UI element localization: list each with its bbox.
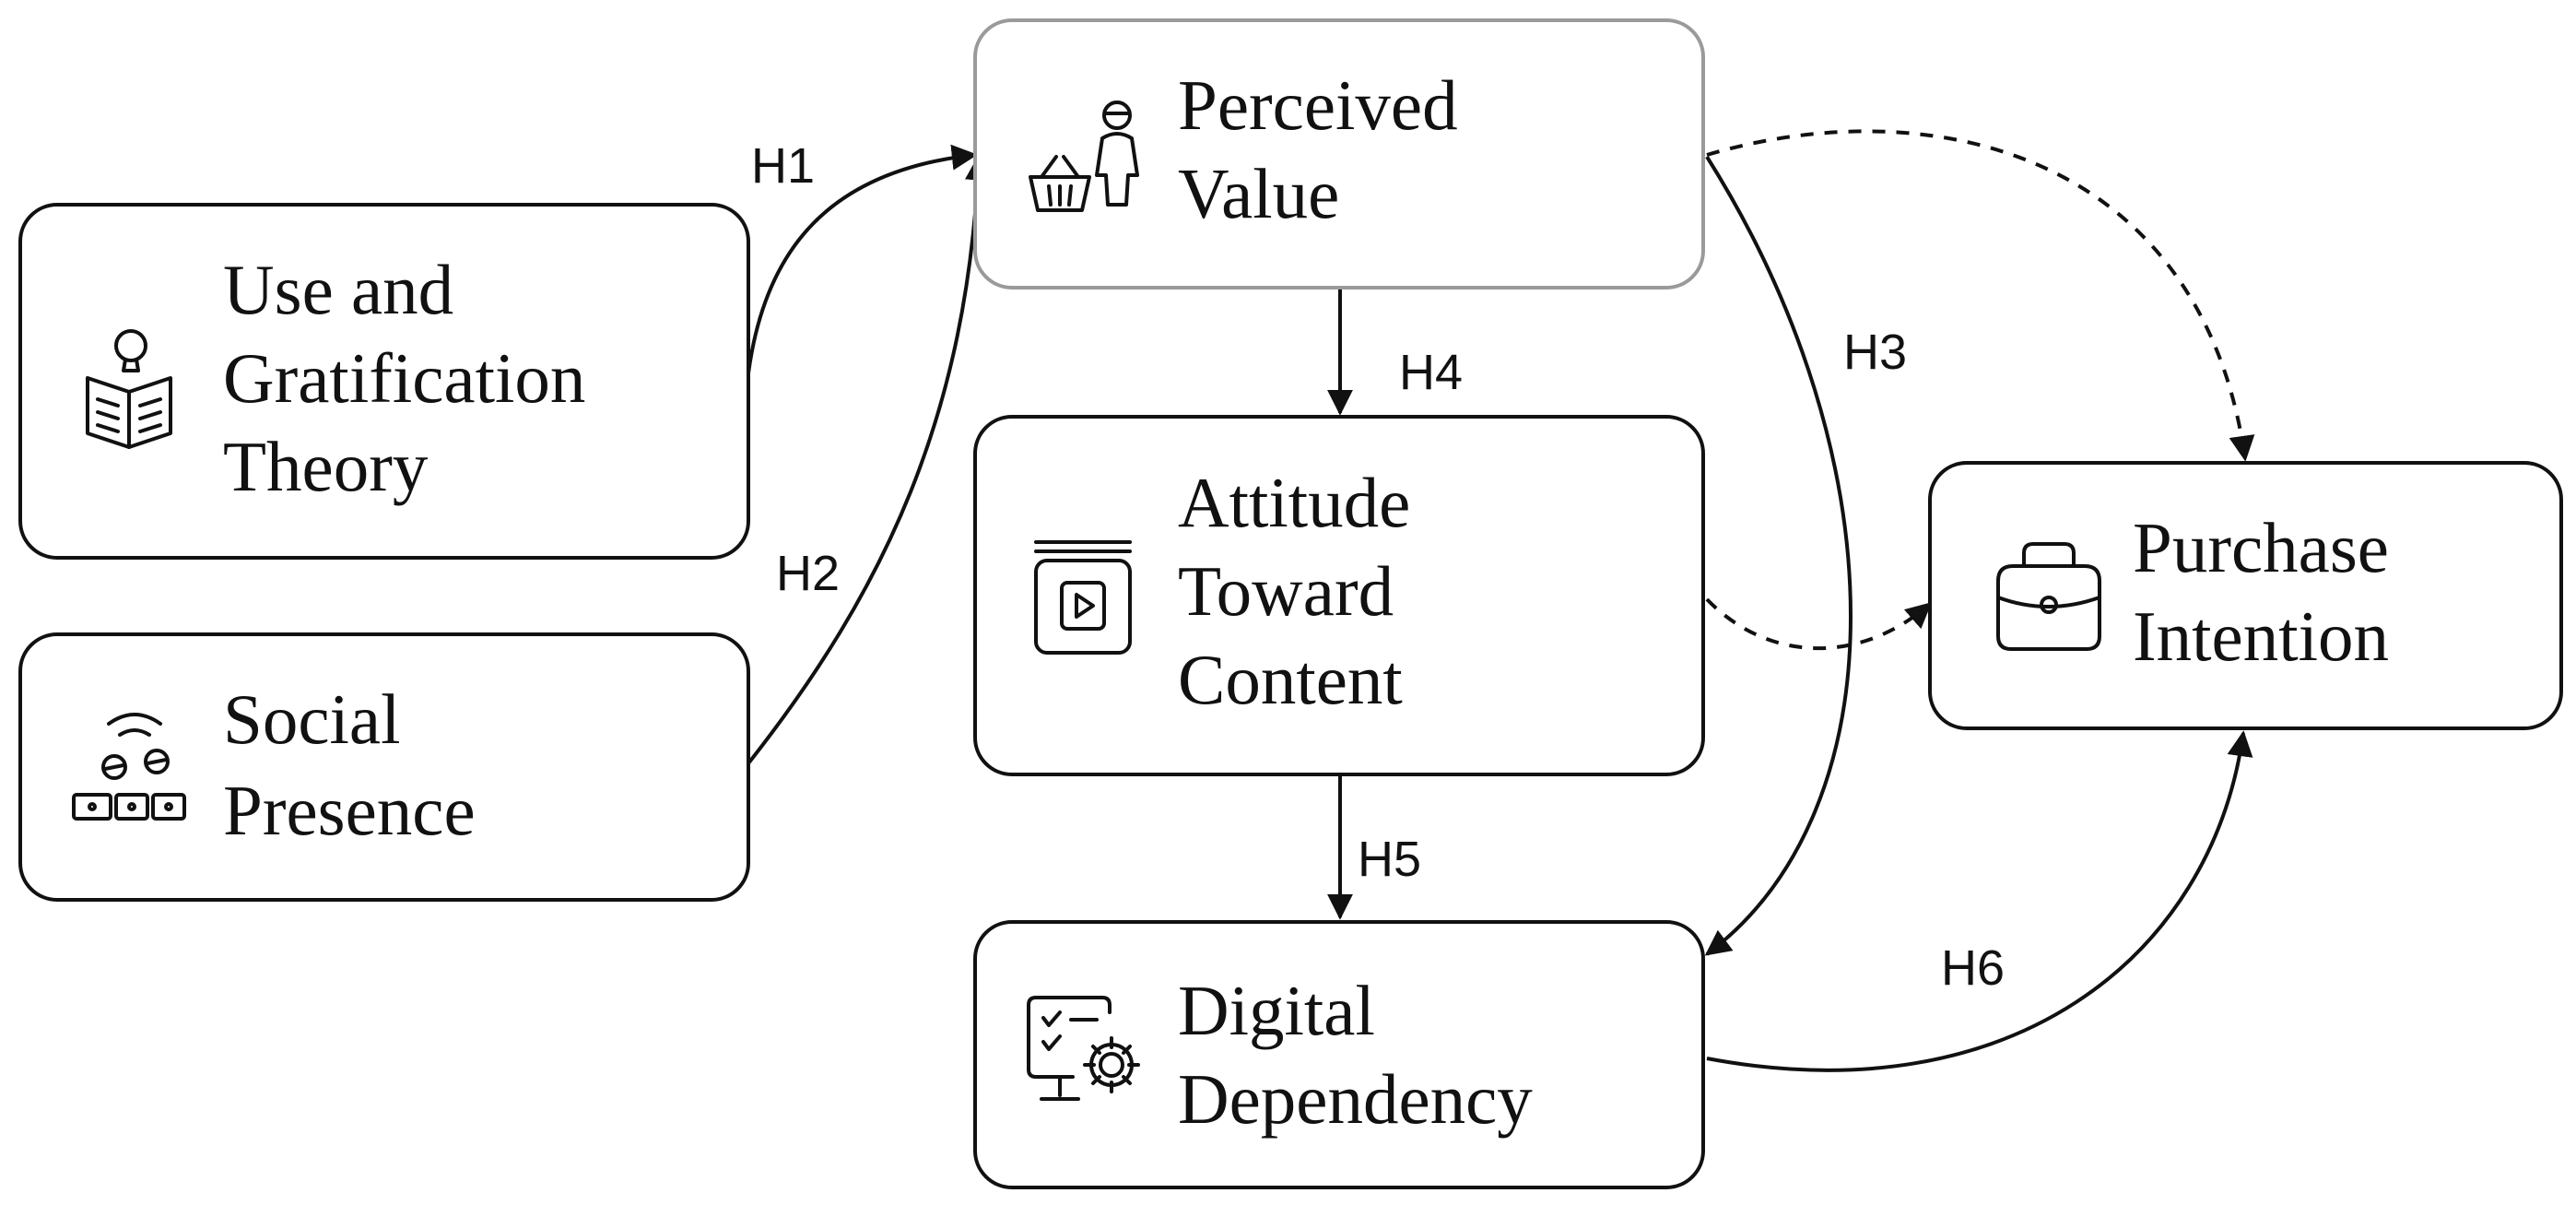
- node-label-line: Presence: [223, 771, 476, 850]
- node-social-presence: Social Presence: [18, 632, 750, 902]
- edges: [747, 129, 2255, 1072]
- shopping-bag-icon: [1996, 542, 2101, 651]
- edge-h3: [1704, 155, 1853, 956]
- node-label-line: Digital: [1178, 971, 1375, 1050]
- node-label-line: Intention: [2133, 597, 2389, 676]
- reading-newspaper-icon: [86, 329, 172, 449]
- node-label-line: Toward: [1178, 551, 1394, 631]
- shopper-basket-icon: [1029, 100, 1139, 212]
- label-h6: H6: [1941, 940, 2005, 996]
- node-purchase-intention: Purchase Intention: [1928, 461, 2563, 730]
- hypothesis-labels: H1 H2 H3 H4 H5 H6: [751, 138, 2005, 996]
- edge-h6: [1706, 730, 2253, 1072]
- node-digital-dependency: Digital Dependency: [973, 920, 1705, 1189]
- monitor-gear-icon: [1027, 996, 1140, 1101]
- node-label-line: Attitude: [1178, 463, 1410, 542]
- label-h3: H3: [1843, 325, 1907, 380]
- node-label-line: Dependency: [1178, 1059, 1533, 1139]
- label-h1: H1: [751, 138, 815, 194]
- node-label-line: Gratification: [223, 338, 585, 418]
- node-label-line: Value: [1178, 154, 1339, 233]
- edge-h2: [747, 154, 991, 765]
- node-label-line: Perceived: [1178, 65, 1458, 145]
- node-label-line: Content: [1178, 640, 1403, 719]
- online-meeting-icon: [72, 713, 186, 821]
- node-label-line: Purchase: [2133, 508, 2389, 587]
- edge-dashed-atc-pi: [1705, 597, 1933, 651]
- node-perceived-value: Perceived Value: [973, 18, 1705, 289]
- node-use-gratification: Use and Gratification Theory: [18, 203, 750, 560]
- node-label-line: Social: [223, 679, 400, 759]
- video-book-icon: [1034, 540, 1132, 655]
- label-h5: H5: [1358, 832, 1421, 887]
- edge-h1: [747, 144, 978, 374]
- node-label-line: Theory: [223, 427, 429, 506]
- label-h2: H2: [776, 546, 840, 601]
- node-label-line: Use and: [223, 250, 453, 329]
- edge-dashed-pv-pi: [1706, 129, 2255, 462]
- node-attitude-content: Attitude Toward Content: [973, 415, 1705, 776]
- label-h4: H4: [1399, 345, 1463, 400]
